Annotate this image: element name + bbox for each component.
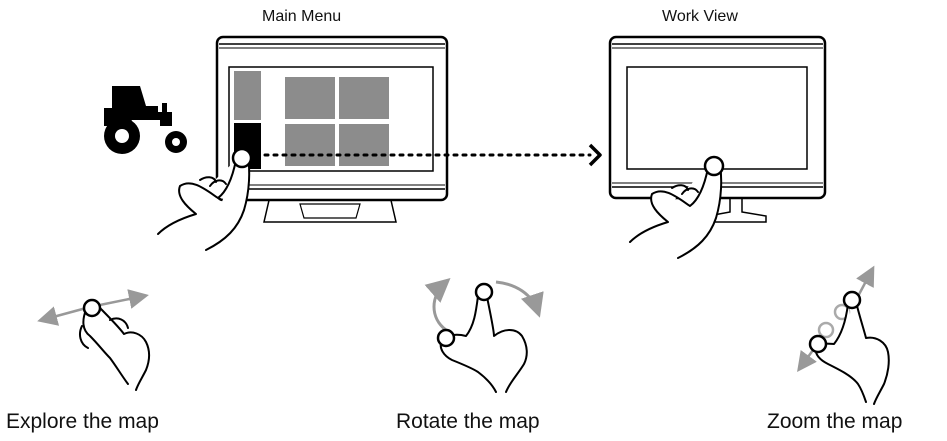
- menu-tile-1: [285, 77, 335, 119]
- work-view-label: Work View: [662, 8, 738, 25]
- main-menu-monitor: [215, 35, 449, 223]
- hand-tap-icon: [629, 155, 725, 259]
- work-view-monitor: [608, 35, 827, 223]
- arrow-right-icon: [254, 143, 602, 167]
- zoom-map-caption: Zoom the map: [767, 410, 903, 433]
- hand-tap-icon: [157, 147, 253, 251]
- rotate-gesture-icon: [424, 278, 544, 393]
- rotate-map-caption: Rotate the map: [396, 410, 540, 433]
- menu-tile-side-top: [234, 71, 261, 120]
- menu-tile-4: [339, 124, 389, 166]
- menu-tile-3: [285, 124, 335, 166]
- pinch-zoom-icon: [797, 265, 890, 405]
- tractor-icon: [104, 86, 187, 154]
- menu-tile-2: [339, 77, 389, 119]
- main-menu-label: Main Menu: [262, 8, 342, 25]
- explore-map-caption: Explore the map: [6, 410, 159, 433]
- swipe-gesture-icon: [37, 289, 150, 391]
